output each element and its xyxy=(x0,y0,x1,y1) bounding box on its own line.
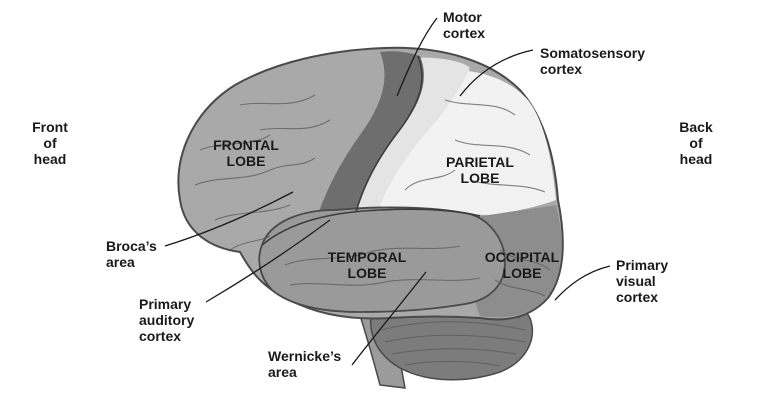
wernickes-area-label: Wernicke’s area xyxy=(268,348,342,380)
leader-auditory xyxy=(205,219,331,303)
motor-strip xyxy=(318,51,424,214)
temporal-lobe-label: TEMPORAL LOBE xyxy=(327,249,407,281)
parietal-lobe-label: PARIETAL LOBE xyxy=(446,154,514,186)
brocas-area-label: Broca’s area xyxy=(106,238,157,270)
leader-wernicke xyxy=(351,271,427,366)
primary-visual-cortex-label: Primary visual cortex xyxy=(616,257,669,305)
central-sulcus xyxy=(355,55,423,213)
somatosensory-strip xyxy=(348,57,470,213)
leader-somatosensory xyxy=(459,49,534,97)
front-of-head-label: Front of head xyxy=(32,119,68,167)
primary-auditory-cortex-label: Primary auditory cortex xyxy=(139,296,195,344)
occipital-lobe-label: OCCIPITAL LOBE xyxy=(484,249,560,281)
back-of-head-label: Back of head xyxy=(679,119,713,167)
motor-cortex-label: Motor cortex xyxy=(443,9,486,41)
lateral-fissure xyxy=(261,208,481,246)
leader-visual xyxy=(554,265,611,301)
somatosensory-cortex-label: Somatosensory cortex xyxy=(540,45,646,77)
leader-lines xyxy=(164,17,611,366)
leader-motor xyxy=(396,17,438,97)
leader-broca xyxy=(164,191,294,247)
temporal-region xyxy=(258,206,506,313)
frontal-lobe-label: FRONTAL LOBE xyxy=(213,137,279,169)
